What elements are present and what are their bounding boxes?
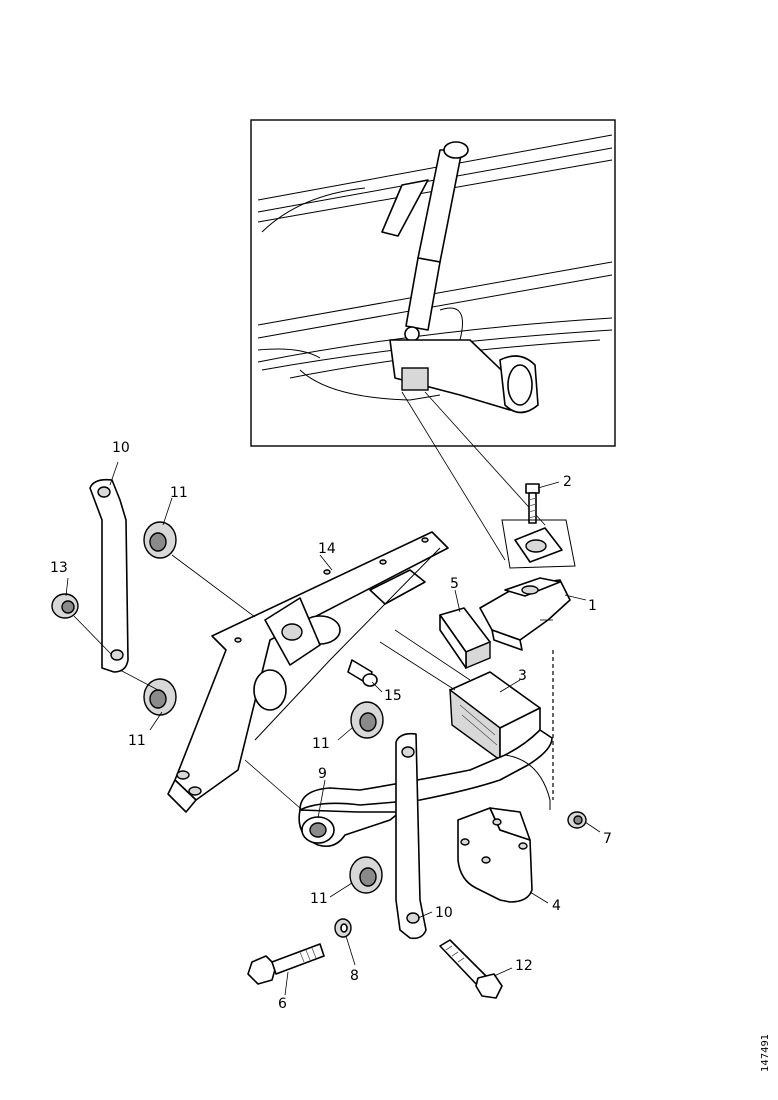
callout-2: 2	[563, 474, 572, 490]
frame-plate-14	[167, 531, 449, 813]
bush-3	[449, 671, 541, 762]
callout-12: 12	[515, 958, 533, 974]
rubber-bush-11-c	[350, 701, 384, 739]
callout-10-right: 10	[435, 905, 453, 921]
callout-11-a: 11	[170, 485, 188, 501]
callout-1: 1	[588, 598, 597, 614]
reference-number: 147491	[760, 1034, 771, 1072]
bolt-6	[247, 943, 325, 985]
nut-7	[567, 811, 587, 829]
callout-9: 9	[318, 766, 327, 782]
clamp-bracket-4	[457, 807, 533, 903]
callout-11-c: 11	[312, 736, 330, 752]
leader-lines	[65, 461, 601, 996]
washer-8	[334, 918, 352, 938]
rubber-bush-11-a	[143, 521, 177, 559]
callout-5: 5	[450, 576, 459, 592]
pad-5	[439, 607, 491, 670]
callout-10-left: 10	[112, 440, 130, 456]
inset-view	[250, 119, 616, 447]
callout-6: 6	[278, 996, 287, 1012]
callout-14: 14	[318, 541, 336, 557]
bolt-12	[439, 939, 503, 999]
nut-13	[51, 593, 79, 619]
rubber-bush-11-b	[143, 678, 177, 716]
callout-7: 7	[603, 831, 612, 847]
callout-13: 13	[50, 560, 68, 576]
mounting-bracket-1	[479, 577, 571, 651]
shock-absorber-lower	[405, 257, 441, 331]
callout-labels: 10 11 13 11 14 2 1 5 3 15 11 9 7 4 10 11…	[50, 440, 612, 1012]
link-10-left	[89, 478, 129, 673]
callout-11-d: 11	[310, 891, 328, 907]
bolt-2	[525, 483, 540, 524]
rubber-bush-11-d	[349, 856, 383, 894]
callout-15: 15	[384, 688, 402, 704]
callout-8: 8	[350, 968, 359, 984]
link-10-right	[395, 732, 427, 940]
clamp-plate-detail	[514, 527, 563, 563]
anti-roll-bar-9	[298, 729, 553, 848]
detail-outline	[501, 519, 576, 569]
callout-3: 3	[518, 668, 527, 684]
callout-11-b: 11	[128, 733, 146, 749]
callout-4: 4	[552, 898, 561, 914]
